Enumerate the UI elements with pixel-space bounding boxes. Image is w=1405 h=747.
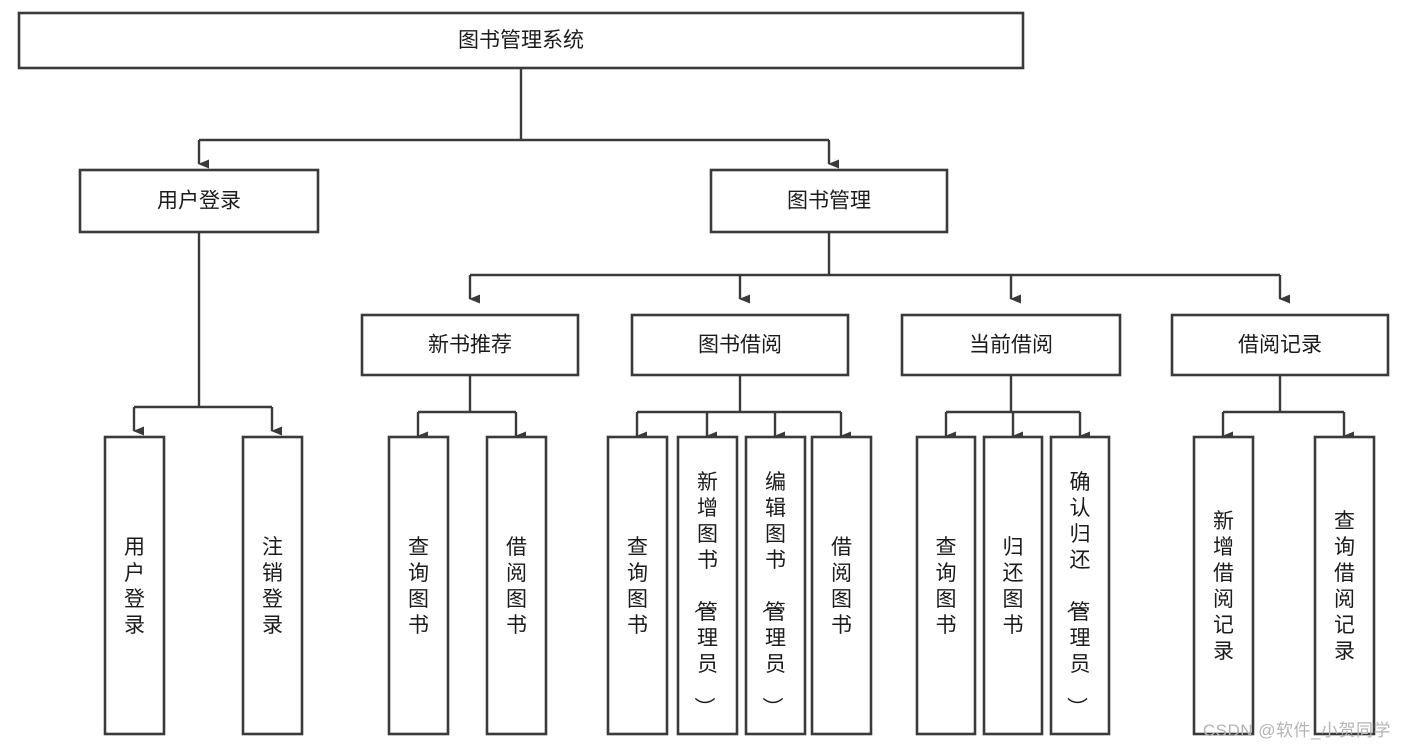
- node-box[interactable]: [1170, 313, 1390, 377]
- node-root[interactable]: 图书管理系统: [17, 11, 1025, 70]
- node-label: 查询借阅记录: [1334, 510, 1355, 663]
- node-label: 用户登录: [124, 536, 145, 637]
- node-label: 确认归还（管理员）: [1065, 471, 1091, 718]
- node-leaf-confirm-return[interactable]: 确认归还（管理员）: [1049, 435, 1111, 736]
- node-label: 图书管理: [787, 190, 871, 213]
- node-label: 借阅记录: [1238, 334, 1322, 357]
- node-box[interactable]: [709, 168, 949, 234]
- node-layer: 图书管理系统用户登录图书管理新书推荐图书借阅当前借阅借阅记录用户登录注销登录查询…: [17, 11, 1390, 736]
- node-box[interactable]: [241, 435, 304, 736]
- node-leaf-user-login[interactable]: 用户登录: [103, 435, 166, 736]
- node-leaf-borrow-book-2[interactable]: 借阅图书: [810, 435, 873, 736]
- node-leaf-borrow-book-1[interactable]: 借阅图书: [485, 435, 548, 736]
- node-box[interactable]: [630, 313, 850, 377]
- node-box[interactable]: [606, 435, 669, 736]
- connector-currentborrow-to-leaves: [944, 375, 1090, 441]
- connector-newbook-to-leaves: [416, 375, 526, 441]
- connector-userlogin-to-leaves: [132, 232, 282, 436]
- node-box[interactable]: [744, 435, 807, 736]
- connector-bookborrow-to-leaves: [635, 375, 851, 441]
- node-book-borrow[interactable]: 图书借阅: [630, 313, 850, 377]
- node-new-book-rec[interactable]: 新书推荐: [360, 313, 580, 377]
- node-box[interactable]: [915, 435, 977, 736]
- node-box[interactable]: [78, 168, 320, 234]
- node-leaf-add-record[interactable]: 新增借阅记录: [1192, 435, 1255, 736]
- node-leaf-add-book[interactable]: 新增图书（管理员）: [676, 435, 739, 736]
- node-box[interactable]: [1192, 435, 1255, 736]
- node-label: 归还图书: [1003, 536, 1024, 637]
- connector-layer: [132, 68, 1354, 441]
- node-book-manage[interactable]: 图书管理: [709, 168, 949, 234]
- node-box[interactable]: [900, 313, 1122, 377]
- node-user-login[interactable]: 用户登录: [78, 168, 320, 234]
- node-box[interactable]: [676, 435, 739, 736]
- node-label: 用户登录: [157, 190, 241, 213]
- connector-root-to-level2: [197, 68, 839, 169]
- node-box[interactable]: [982, 435, 1044, 736]
- node-leaf-query-book-3[interactable]: 查询图书: [915, 435, 977, 736]
- node-label: 图书管理系统: [458, 29, 584, 52]
- node-label: 查询图书: [408, 536, 429, 637]
- node-box[interactable]: [810, 435, 873, 736]
- node-label: 注销登录: [262, 536, 283, 637]
- node-box[interactable]: [1313, 435, 1376, 736]
- node-label: 当前借阅: [969, 334, 1053, 357]
- node-borrow-record[interactable]: 借阅记录: [1170, 313, 1390, 377]
- node-label: 新增图书（管理员）: [692, 471, 718, 718]
- node-leaf-logout[interactable]: 注销登录: [241, 435, 304, 736]
- node-label: 图书借阅: [698, 334, 782, 357]
- node-box[interactable]: [103, 435, 166, 736]
- node-label: 编辑图书（管理员）: [760, 471, 786, 718]
- node-box[interactable]: [387, 435, 450, 736]
- connector-borrowrecord-to-leaves: [1221, 375, 1354, 441]
- node-box[interactable]: [17, 11, 1025, 70]
- node-label: 借阅图书: [506, 536, 527, 637]
- node-label: 新增借阅记录: [1213, 510, 1234, 663]
- node-leaf-query-record[interactable]: 查询借阅记录: [1313, 435, 1376, 736]
- node-leaf-return-book[interactable]: 归还图书: [982, 435, 1044, 736]
- node-label: 查询图书: [936, 536, 957, 637]
- connector-bookmanage-to-level3: [468, 232, 1290, 304]
- node-leaf-query-book-2[interactable]: 查询图书: [606, 435, 669, 736]
- node-box[interactable]: [1049, 435, 1111, 736]
- node-label: 借阅图书: [831, 536, 852, 637]
- node-current-borrow[interactable]: 当前借阅: [900, 313, 1122, 377]
- node-leaf-edit-book[interactable]: 编辑图书（管理员）: [744, 435, 807, 736]
- node-label: 查询图书: [627, 536, 648, 637]
- node-leaf-query-book-1[interactable]: 查询图书: [387, 435, 450, 736]
- node-label: 新书推荐: [428, 334, 512, 357]
- node-box[interactable]: [485, 435, 548, 736]
- node-box[interactable]: [360, 313, 580, 377]
